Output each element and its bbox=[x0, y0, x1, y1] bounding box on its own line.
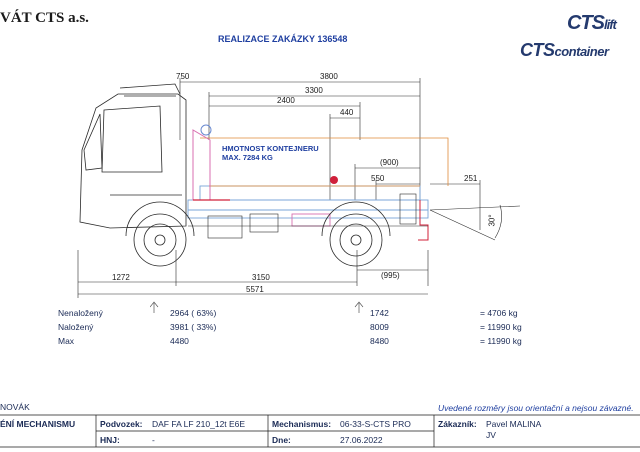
dim-3300: 3300 bbox=[305, 86, 323, 95]
zakaznik-value-second: JV bbox=[486, 430, 496, 440]
cts-lift-logo: CTSlift bbox=[567, 12, 617, 34]
mechanismus-label: Mechanismus: bbox=[272, 419, 332, 429]
weight-total: = 11990 kg bbox=[480, 336, 522, 346]
weight-total: = 4706 kg bbox=[480, 308, 518, 318]
dim-5571: 5571 bbox=[246, 285, 264, 294]
weight-row-label: Naložený bbox=[58, 322, 94, 332]
cts-container-logo: CTScontainer bbox=[520, 40, 609, 60]
podvozek-value: DAF FA LF 210_12t E6E bbox=[152, 419, 246, 429]
container-weight-note-line2: MAX. 7284 KG bbox=[222, 153, 273, 162]
zakaznik-value: Pavel MALINA bbox=[486, 419, 542, 429]
chassis-details bbox=[188, 193, 428, 239]
weight-row-label: Nenaložený bbox=[58, 308, 103, 318]
weight-total: = 11990 kg bbox=[480, 322, 522, 332]
weight-rear: 1742 bbox=[370, 308, 389, 318]
dim-550: 550 bbox=[371, 174, 385, 183]
zakaznik-label: Zákazník: bbox=[438, 419, 477, 429]
weight-front: 4480 bbox=[170, 336, 189, 346]
weight-rear: 8480 bbox=[370, 336, 389, 346]
dne-value: 27.06.2022 bbox=[340, 435, 383, 445]
order-title: REALIZACE ZAKÁZKY 136548 bbox=[218, 34, 348, 44]
weight-front: 3981 ( 33%) bbox=[170, 322, 217, 332]
hnj-value: - bbox=[152, 435, 155, 445]
dim-251: 251 bbox=[464, 174, 478, 183]
hook-frame bbox=[200, 137, 449, 187]
dim-1272: 1272 bbox=[112, 273, 130, 282]
disclaimer: Uvedené rozměry jsou orientační a nejsou… bbox=[438, 403, 634, 413]
dim-angle: 30° bbox=[487, 214, 497, 227]
title-block-frame bbox=[0, 414, 640, 448]
author-name: NOVÁK bbox=[0, 402, 30, 412]
chassis-frame bbox=[187, 185, 429, 219]
dim-750: 750 bbox=[176, 72, 190, 81]
dim-440: 440 bbox=[340, 108, 354, 117]
weight-front: 2964 ( 63%) bbox=[170, 308, 217, 318]
dim-3150: 3150 bbox=[252, 273, 270, 282]
dimension-lines bbox=[77, 78, 521, 298]
dim-995: (995) bbox=[381, 271, 400, 280]
dim-2400: 2400 bbox=[277, 96, 295, 105]
hook-arm bbox=[192, 124, 429, 241]
rear-wheel bbox=[321, 201, 391, 267]
front-wheel bbox=[125, 201, 195, 267]
podvozek-label: Podvozek: bbox=[100, 419, 143, 429]
weight-rear: 8009 bbox=[370, 322, 389, 332]
dim-3800: 3800 bbox=[320, 72, 338, 81]
dne-label: Dne: bbox=[272, 435, 291, 445]
weight-row-label: Max bbox=[58, 336, 75, 346]
container-weight-note-line1: HMOTNOST KONTEJNERU bbox=[222, 144, 319, 153]
company-name: VÁT CTS a.s. bbox=[0, 10, 89, 26]
hnj-label: HNJ: bbox=[100, 435, 120, 445]
axle-arrows bbox=[150, 301, 364, 313]
truck-drawing bbox=[77, 78, 521, 298]
mechanismus-value: 06-33-S-CTS PRO bbox=[340, 419, 411, 429]
truck-cab bbox=[79, 83, 187, 229]
section-label: ÉNÍ MECHANISMU bbox=[0, 419, 76, 429]
dim-900: (900) bbox=[380, 158, 399, 167]
